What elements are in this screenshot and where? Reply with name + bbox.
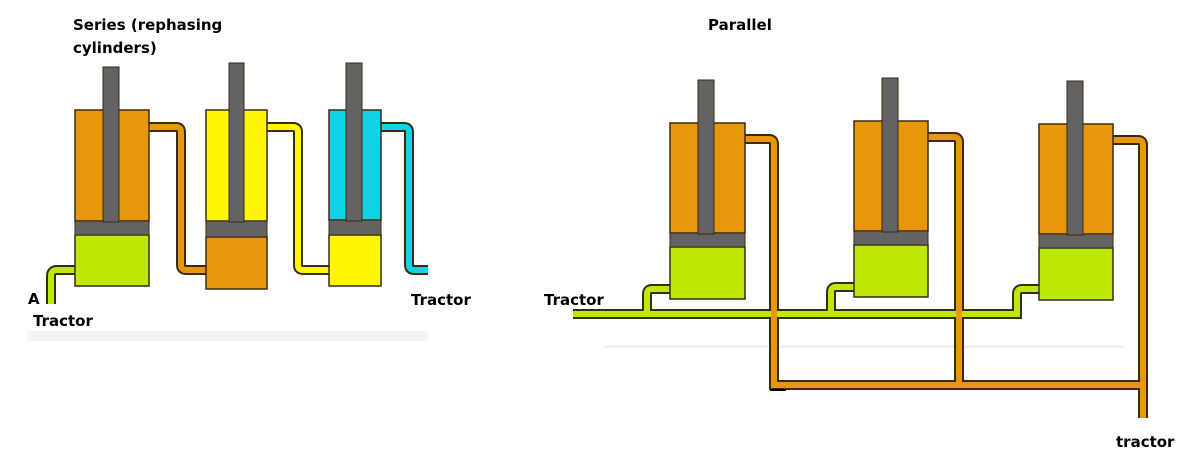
series-port-a-label: A	[28, 290, 40, 308]
piston-rod	[697, 79, 715, 235]
parallel-return-label: tractor	[1116, 433, 1175, 451]
piston	[74, 220, 150, 236]
parallel-cylinder-1	[669, 79, 746, 300]
piston-rod	[1066, 80, 1084, 236]
pipe-cap	[770, 389, 786, 391]
piston	[853, 230, 929, 246]
series-section: Series (rephasing cylinders)	[28, 16, 471, 330]
piston-rod	[881, 77, 899, 233]
series-title-line2: cylinders)	[73, 39, 157, 57]
series-baseline-shadow	[27, 331, 428, 341]
parallel-title: Parallel	[708, 16, 772, 34]
piston-rod	[345, 62, 363, 222]
piston	[1038, 233, 1114, 249]
parallel-cylinder-3	[1038, 80, 1114, 301]
series-outlet-label: Tractor	[411, 291, 471, 309]
piston	[328, 219, 382, 236]
series-title-line1: Series (rephasing	[73, 16, 222, 34]
parallel-baseline-shadow	[604, 345, 1124, 348]
piston-rod	[102, 66, 120, 223]
series-cylinder-1	[74, 66, 150, 287]
parallel-section: Parallel Trac	[544, 16, 1175, 451]
piston	[669, 232, 746, 248]
series-cylinder-2	[205, 62, 268, 290]
piston	[205, 220, 268, 238]
pipe-crossing	[771, 309, 777, 319]
piston-rod	[228, 62, 245, 223]
series-pipe-1-2	[148, 122, 207, 275]
series-outlet-pipe	[380, 122, 428, 275]
parallel-supply-manifold	[573, 282, 1040, 319]
parallel-cylinder-2	[853, 77, 929, 298]
series-inlet-label: Tractor	[33, 312, 93, 330]
series-cylinder-3	[328, 62, 382, 287]
series-inlet-pipe	[46, 265, 76, 304]
parallel-inlet-label: Tractor	[544, 291, 604, 309]
pipe-crossing	[956, 309, 962, 319]
